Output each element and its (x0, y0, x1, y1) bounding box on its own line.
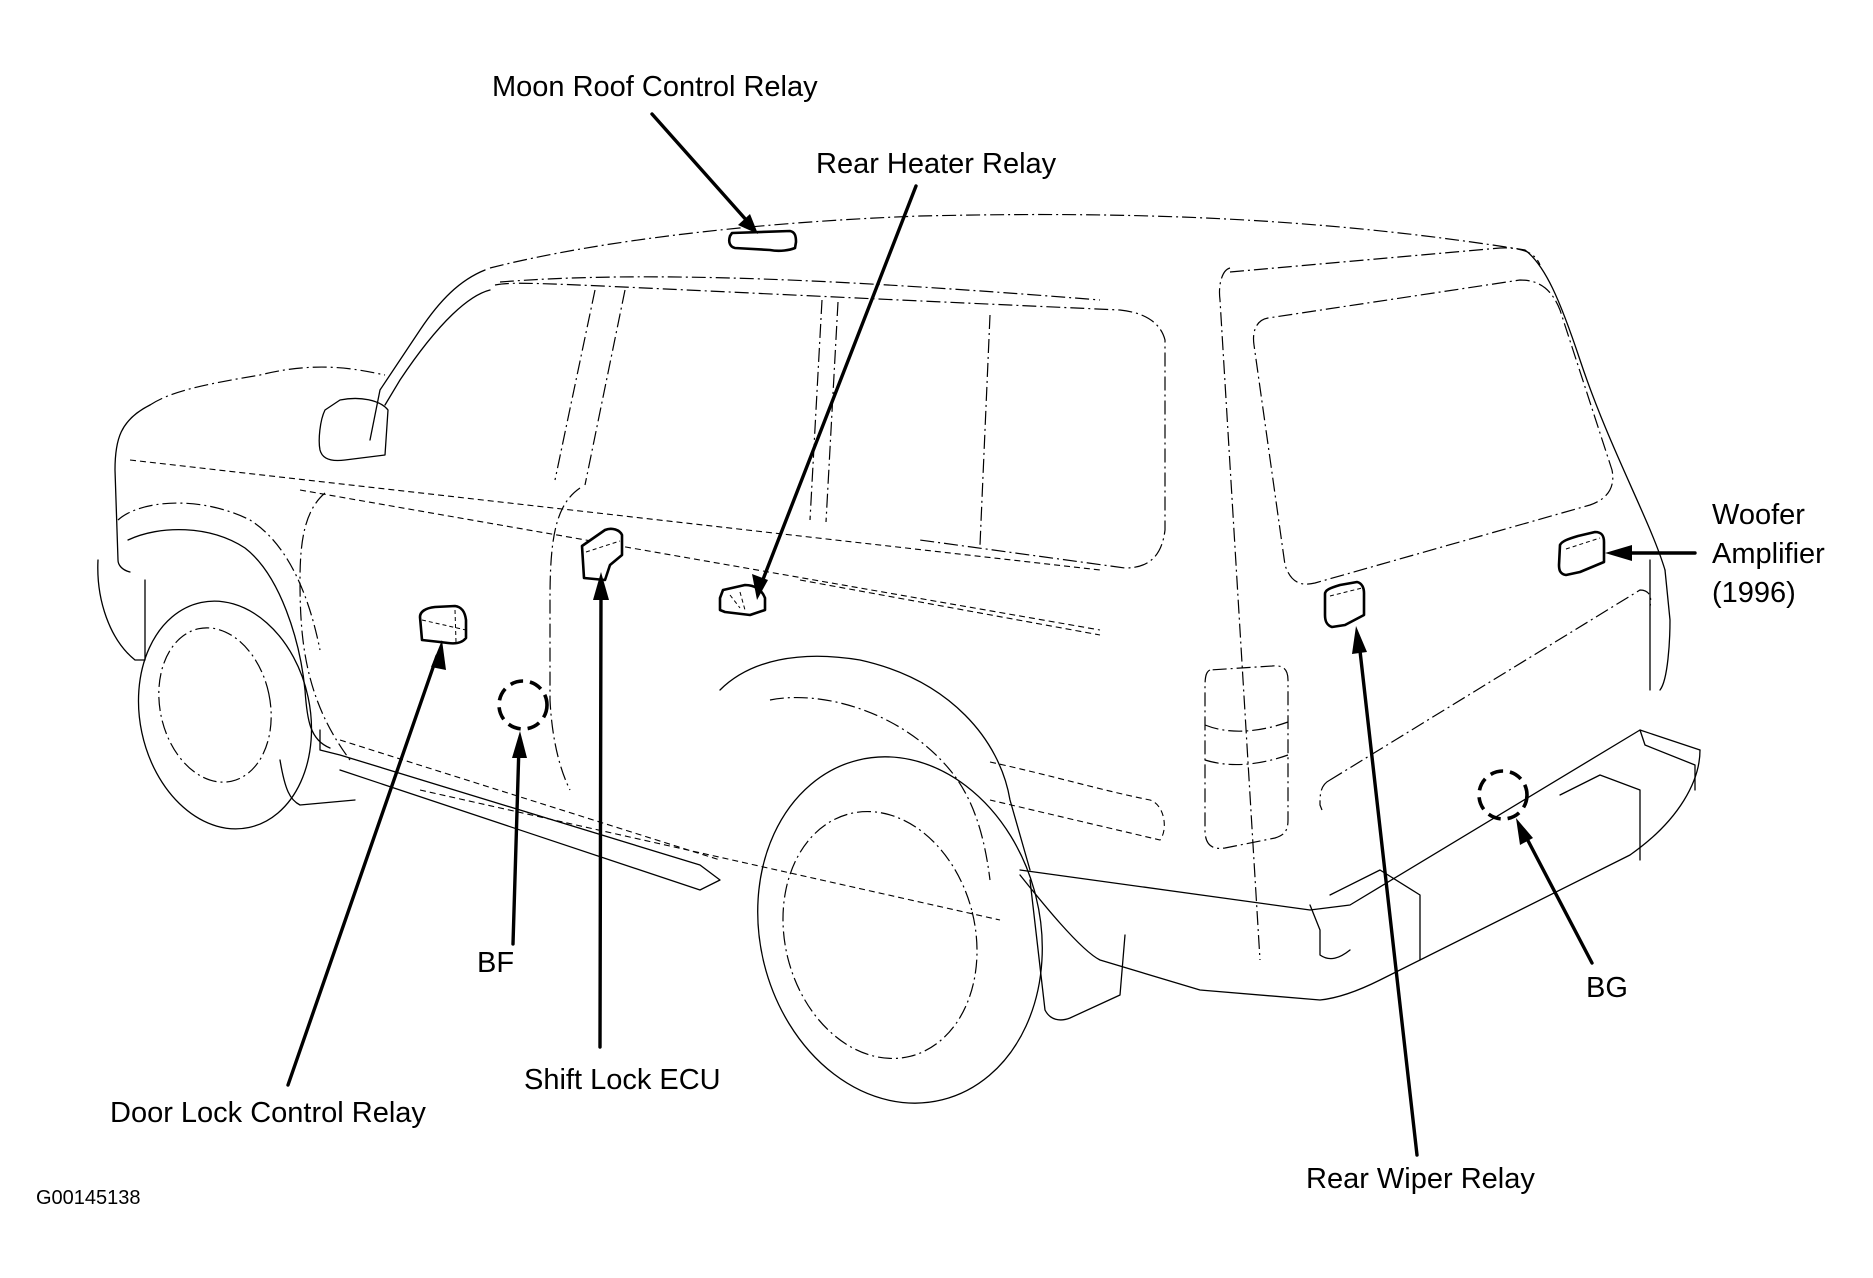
arrowhead-bf (512, 731, 527, 758)
hood-line (149, 366, 386, 406)
rear-mudflap (1029, 879, 1126, 1021)
leader-lines (286, 112, 1697, 1157)
ground-point-bf-marker[interactable] (497, 679, 549, 731)
leader-bf (511, 743, 521, 946)
b-pillar-front (554, 289, 596, 481)
arrowhead-moon-roof (738, 214, 758, 234)
rear-wheel (782, 810, 978, 1060)
rocker-line (419, 789, 1001, 921)
roof-rail (499, 276, 1101, 301)
label-door-lock-control-relay: Door Lock Control Relay (110, 1097, 426, 1129)
label-woofer-amplifier-line3: (1996) (1712, 577, 1796, 609)
leader-shift-lock-ecu (598, 588, 603, 1049)
rear-bumper-top (1019, 729, 1701, 911)
c-pillar-rear (825, 301, 839, 523)
running-board-edge (339, 739, 721, 861)
rear-quarter-lower (989, 761, 1165, 841)
rear-tire (757, 756, 1043, 1104)
front-door-edge (299, 492, 351, 761)
ground-point-bg-marker[interactable] (1477, 769, 1529, 821)
label-ground-bf: BF (477, 947, 515, 979)
rear-corner (1524, 249, 1666, 571)
front-fender-flare (127, 528, 331, 749)
leader-rear-wiper (1357, 640, 1419, 1157)
arrowhead-rear-wiper (1352, 626, 1367, 654)
tail-lamp (1204, 665, 1289, 850)
liftgate-top (1229, 247, 1541, 273)
leader-door-lock (286, 654, 439, 1087)
d-pillar (979, 314, 991, 546)
front-mudflap (279, 759, 356, 806)
leader-moon-roof (650, 112, 750, 224)
label-moon-roof-control-relay: Moon Roof Control Relay (492, 71, 818, 103)
front-fascia (114, 404, 151, 573)
components (418, 229, 1606, 645)
side-mirror (318, 397, 389, 462)
belt-line (129, 459, 1101, 571)
tail-lamp-divider-1 (1204, 721, 1289, 732)
front-tire (137, 600, 313, 830)
liftgate-outline (1218, 267, 1261, 961)
rear-window (1252, 279, 1614, 585)
label-rear-heater-relay: Rear Heater Relay (816, 148, 1057, 180)
arrowhead-bg (1516, 818, 1533, 845)
woofer-amplifier-module[interactable] (1557, 530, 1606, 577)
window-top-edge (494, 282, 1166, 569)
label-shift-lock-ecu: Shift Lock ECU (524, 1064, 721, 1096)
arrowhead-door-lock (431, 640, 446, 670)
c-pillar-front (809, 299, 823, 521)
moon-roof-control-relay-module[interactable] (727, 229, 798, 253)
figure-id: G00145138 (36, 1187, 141, 1209)
arrowhead-shift-lock-ecu (593, 572, 609, 600)
b-pillar-rear (584, 289, 626, 486)
vehicle-body (97, 213, 1701, 1104)
rear-wiper-relay-module[interactable] (1323, 580, 1366, 629)
rear-edge-trim (1649, 559, 1671, 691)
roof-line (489, 213, 1526, 269)
rear-bumper-face (1019, 749, 1701, 1001)
rear-wheel-arch (769, 697, 991, 881)
rear-bumper-corner (1309, 904, 1351, 960)
rear-quarter-upper (799, 579, 1101, 636)
arrowhead-woofer (1605, 545, 1632, 561)
leader-rear-heater (760, 184, 918, 584)
front-wheel-arch (117, 502, 321, 651)
rear-bumper-step-2 (1639, 729, 1696, 791)
label-ground-bg: BG (1586, 972, 1628, 1004)
window-frame-top (369, 269, 486, 441)
arrowhead-rear-heater (752, 574, 768, 600)
front-bumper (97, 559, 146, 661)
label-woofer-amplifier-line2: Amplifier (1712, 538, 1825, 570)
rear-door-front-edge (549, 487, 581, 791)
shift-lock-ecu-module[interactable] (580, 527, 624, 582)
door-lock-control-relay-module[interactable] (418, 604, 468, 645)
label-woofer-amplifier-line1: Woofer (1712, 499, 1805, 531)
leader-bg (1522, 831, 1594, 965)
rear-fender-flare (719, 655, 1031, 871)
license-recess (1319, 589, 1652, 811)
door-crease (299, 489, 1101, 631)
rear-bumper-step (1329, 774, 1641, 961)
label-rear-wiper-relay: Rear Wiper Relay (1306, 1163, 1535, 1195)
front-wheel (158, 627, 272, 783)
running-board (319, 729, 721, 891)
a-pillar (384, 289, 491, 406)
tail-lamp-divider-2 (1204, 754, 1289, 766)
